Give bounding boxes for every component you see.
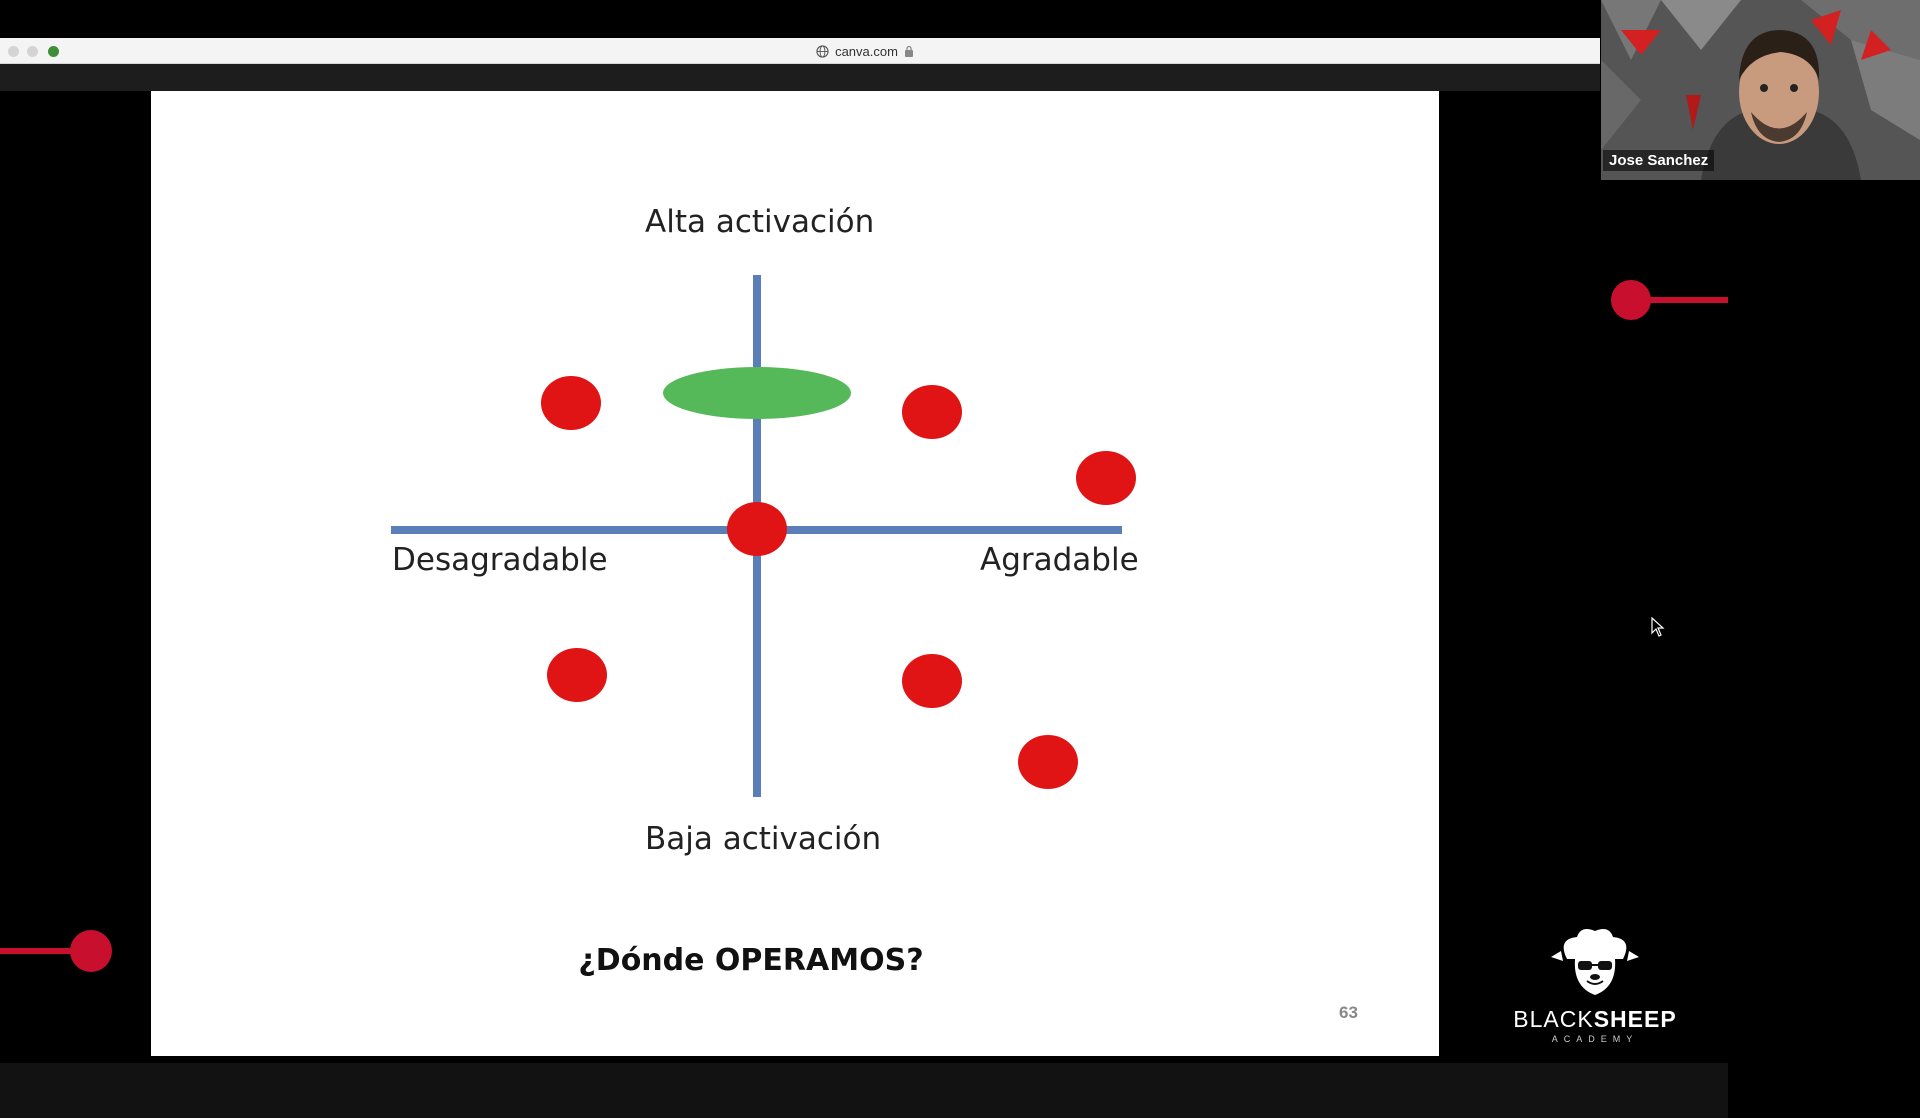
mouse-cursor-icon: [1651, 617, 1665, 637]
red-dot: [547, 648, 607, 702]
sheep-logo-icon: [1551, 929, 1639, 995]
emotion-quadrant-diagram: [391, 275, 1136, 797]
decorative-pin-right: [1611, 280, 1728, 320]
presentation-slide: Alta activación Baja activación Desagrad…: [151, 91, 1439, 1056]
globe-icon: [816, 44, 829, 58]
browser-toolbar: canva.com: [0, 38, 1600, 64]
right-axis-label: Agradable: [980, 542, 1139, 578]
green-ellipse: [663, 367, 851, 419]
logo-subtext: ACADEMY: [1551, 1034, 1639, 1044]
red-dot: [541, 376, 601, 430]
lock-icon: [904, 45, 913, 57]
participant-video[interactable]: Jose Sanchez: [1601, 0, 1920, 180]
video-feed-image: [1601, 0, 1920, 180]
address-bar: canva.com: [0, 38, 1730, 64]
logo-wordmark: BLACKSHEEP: [1513, 1006, 1677, 1032]
left-axis-label: Desagradable: [392, 542, 608, 578]
red-dot: [902, 385, 962, 439]
red-dot: [1018, 735, 1078, 789]
red-dot: [727, 502, 787, 556]
red-dot: [1076, 451, 1136, 505]
url-text[interactable]: canva.com: [835, 43, 898, 59]
window-maximize-button[interactable]: [48, 46, 59, 57]
participant-name-label: Jose Sanchez: [1603, 150, 1715, 171]
bottom-axis-label: Baja activación: [645, 821, 882, 857]
top-axis-label: Alta activación: [645, 204, 875, 240]
toolbar-strip: [0, 64, 1600, 91]
slide-question: ¿Dónde OPERAMOS?: [578, 943, 924, 978]
red-dot: [902, 654, 962, 708]
window-minimize-button[interactable]: [27, 46, 38, 57]
slide-page-number: 63: [1339, 1003, 1358, 1022]
window-close-button[interactable]: [8, 46, 19, 57]
bottom-bar: [0, 1063, 1728, 1118]
blacksheep-logo: BLACKSHEEP ACADEMY: [1510, 925, 1680, 1044]
decorative-pin-left: [0, 930, 112, 972]
